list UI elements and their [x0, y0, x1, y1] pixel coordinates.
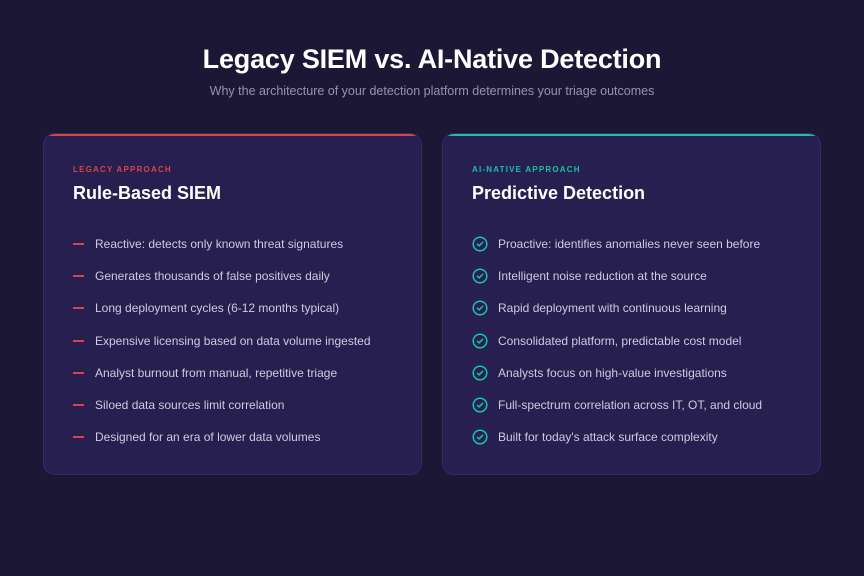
list-item-text: Intelligent noise reduction at the sourc… [498, 269, 707, 284]
list-item: Rapid deployment with continuous learnin… [472, 292, 762, 324]
legacy-eyebrow: LEGACY APPROACH [73, 165, 172, 174]
list-item-text: Expensive licensing based on data volume… [95, 333, 371, 348]
list-item: Designed for an era of lower data volume… [73, 421, 371, 453]
list-item: Reactive: detects only known threat sign… [73, 228, 371, 260]
list-item: Intelligent noise reduction at the sourc… [472, 260, 762, 292]
list-item: Proactive: identifies anomalies never se… [472, 228, 762, 260]
dash-icon [73, 371, 84, 374]
check-circle-icon [472, 397, 488, 413]
list-item: Consolidated platform, predictable cost … [472, 325, 762, 357]
check-circle-icon [472, 236, 488, 252]
list-item: Full-spectrum correlation across IT, OT,… [472, 389, 762, 421]
ai-native-list: Proactive: identifies anomalies never se… [472, 228, 762, 453]
list-item-text: Designed for an era of lower data volume… [95, 430, 321, 445]
list-item: Long deployment cycles (6-12 months typi… [73, 292, 371, 324]
page-subtitle: Why the architecture of your detection p… [209, 84, 655, 98]
check-circle-icon [472, 333, 488, 349]
list-item-text: Proactive: identifies anomalies never se… [498, 237, 761, 252]
dash-icon [73, 243, 84, 246]
list-item-text: Long deployment cycles (6-12 months typi… [95, 301, 340, 316]
dash-icon [73, 275, 84, 278]
list-item: Analyst burnout from manual, repetitive … [73, 357, 371, 389]
check-circle-icon [472, 268, 488, 284]
ai-native-eyebrow: AI-NATIVE APPROACH [472, 165, 581, 174]
legacy-list: Reactive: detects only known threat sign… [73, 228, 371, 453]
dash-icon [73, 436, 84, 439]
dash-icon [73, 404, 84, 407]
list-item-text: Analyst burnout from manual, repetitive … [95, 365, 338, 380]
list-item-text: Siloed data sources limit correlation [95, 398, 285, 413]
check-circle-icon [472, 429, 488, 445]
check-circle-icon [472, 300, 488, 317]
list-item-text: Generates thousands of false positives d… [95, 269, 330, 284]
ai-native-card-title: Predictive Detection [472, 183, 646, 203]
dash-icon [73, 307, 84, 310]
list-item: Analysts focus on high-value investigati… [472, 357, 762, 389]
list-item-text: Rapid deployment with continuous learnin… [498, 301, 727, 316]
dash-icon [73, 339, 84, 342]
ai-native-card: AI-NATIVE APPROACH Predictive Detection … [442, 133, 821, 475]
list-item: Siloed data sources limit correlation [73, 389, 371, 421]
list-item-text: Reactive: detects only known threat sign… [95, 237, 344, 252]
list-item-text: Full-spectrum correlation across IT, OT,… [498, 398, 763, 413]
list-item: Built for today's attack surface complex… [472, 421, 762, 453]
page-title: Legacy SIEM vs. AI-Native Detection [202, 44, 662, 74]
check-circle-icon [472, 365, 488, 381]
list-item: Expensive licensing based on data volume… [73, 325, 371, 357]
list-item-text: Built for today's attack surface complex… [498, 430, 718, 445]
list-item: Generates thousands of false positives d… [73, 260, 371, 292]
legacy-card-title: Rule-Based SIEM [73, 183, 222, 203]
list-item-text: Consolidated platform, predictable cost … [498, 333, 742, 348]
legacy-card: LEGACY APPROACH Rule-Based SIEM Reactive… [43, 133, 422, 475]
list-item-text: Analysts focus on high-value investigati… [498, 365, 727, 380]
